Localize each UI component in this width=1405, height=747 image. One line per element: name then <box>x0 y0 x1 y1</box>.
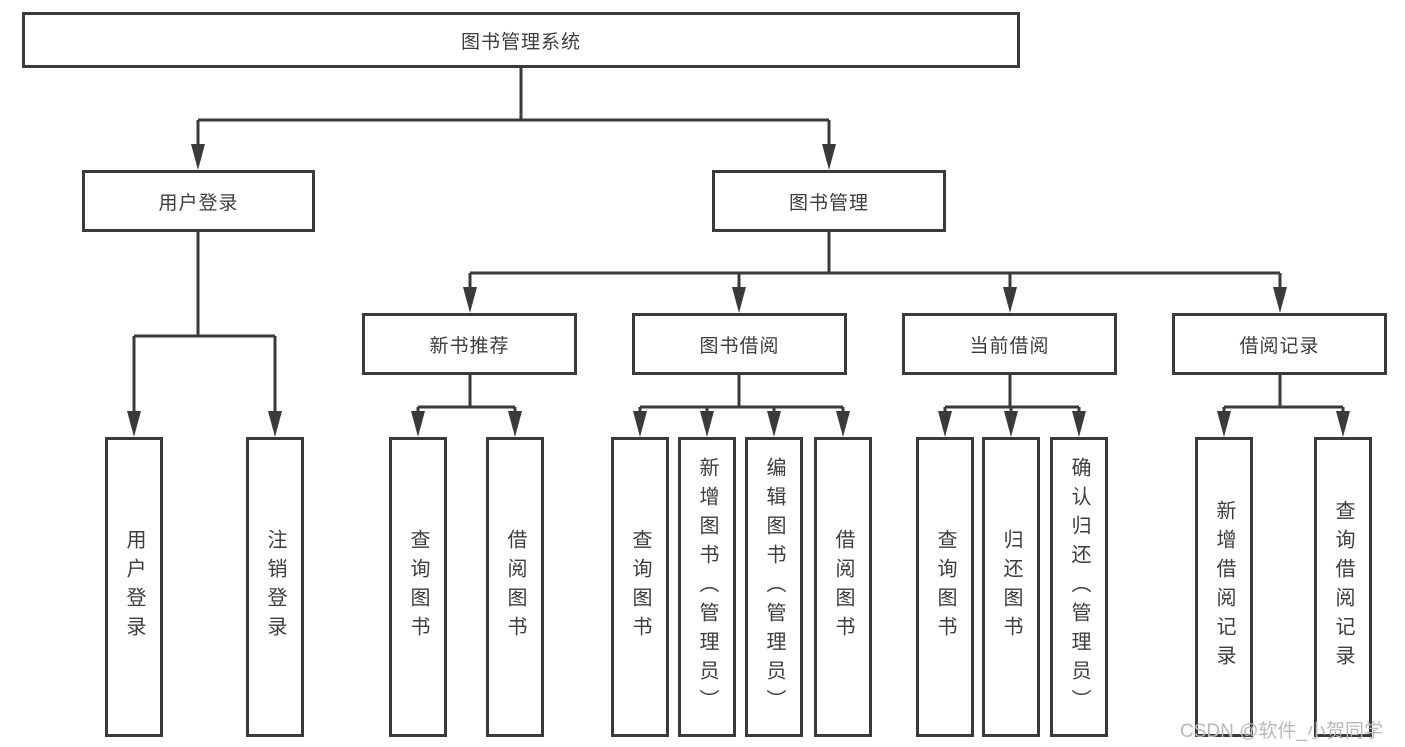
leaf-query-books: 查询图书 <box>916 437 974 737</box>
connector-root-to-level2 <box>191 68 836 170</box>
node-label: 用户登录 <box>158 192 239 214</box>
node-label: 编辑图书（管理员） <box>763 456 785 718</box>
leaf-logout: 注销登录 <box>246 437 304 737</box>
node-label: 新增借阅记录 <box>1213 500 1235 674</box>
node-label: 注销登录 <box>264 529 286 645</box>
node-book-borrowing: 图书借阅 <box>632 313 847 375</box>
node-label: 确认归还（管理员） <box>1068 456 1090 718</box>
node-borrowing-records: 借阅记录 <box>1172 313 1387 375</box>
node-label: 归还图书 <box>1000 529 1022 645</box>
csdn-watermark: CSDN @软件_小贺同学 <box>1180 721 1383 742</box>
connector-borrow-records-to-children <box>1217 375 1350 437</box>
node-label: 借阅记录 <box>1239 335 1320 357</box>
node-label: 图书借阅 <box>699 335 780 357</box>
leaf-query-books: 查询图书 <box>611 437 669 737</box>
leaf-add-borrow-record: 新增借阅记录 <box>1195 437 1253 737</box>
leaf-add-books-admin: 新增图书（管理员） <box>678 437 736 737</box>
node-label: 查询借阅记录 <box>1332 500 1354 674</box>
leaf-edit-books-admin: 编辑图书（管理员） <box>745 437 803 737</box>
connector-user-login-to-children <box>127 232 282 437</box>
leaf-borrow-books: 借阅图书 <box>814 437 872 737</box>
node-label: 查询图书 <box>407 529 429 645</box>
leaf-query-books: 查询图书 <box>389 437 447 737</box>
node-label: 查询图书 <box>934 529 956 645</box>
leaf-borrow-books: 借阅图书 <box>486 437 544 737</box>
node-label: 借阅图书 <box>504 529 526 645</box>
leaf-query-borrow-record: 查询借阅记录 <box>1314 437 1372 737</box>
leaf-return-books: 归还图书 <box>982 437 1040 737</box>
connector-new-books-to-children <box>411 375 522 437</box>
node-current-borrowing: 当前借阅 <box>902 313 1117 375</box>
node-library-management-system: 图书管理系统 <box>22 12 1020 68</box>
node-label: 新书推荐 <box>429 335 510 357</box>
connector-current-borrowing-to-children <box>938 375 1086 437</box>
node-label: 查询图书 <box>629 529 651 645</box>
leaf-confirm-return-admin: 确认归还（管理员） <box>1050 437 1108 737</box>
node-label: 借阅图书 <box>832 529 854 645</box>
leaf-user-login: 用户登录 <box>105 437 163 737</box>
node-label: 图书管理 <box>788 192 869 214</box>
node-label: 当前借阅 <box>969 335 1050 357</box>
connector-book-management-to-level3 <box>463 232 1287 313</box>
node-new-book-recommend: 新书推荐 <box>362 313 577 375</box>
connector-book-borrowing-to-children <box>633 375 850 437</box>
node-label: 图书管理系统 <box>460 31 581 53</box>
node-label: 新增图书（管理员） <box>696 456 718 718</box>
node-user-login: 用户登录 <box>82 170 315 232</box>
node-label: 用户登录 <box>123 529 145 645</box>
node-book-management: 图书管理 <box>712 170 946 232</box>
